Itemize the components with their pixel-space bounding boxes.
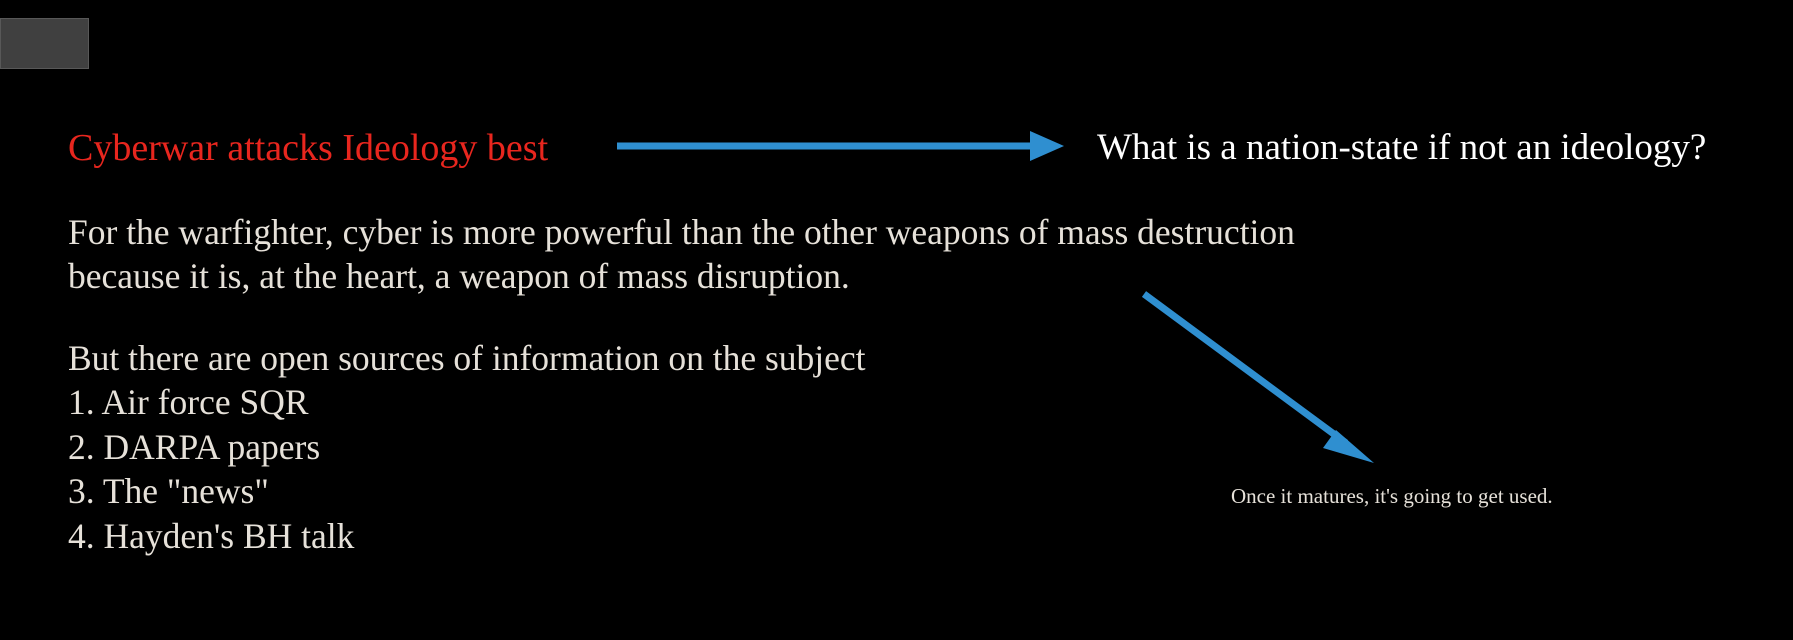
- paragraph-warfighter: For the warfighter, cyber is more powerf…: [68, 210, 1295, 298]
- paragraph-line: because it is, at the heart, a weapon of…: [68, 256, 850, 296]
- arrow-right-icon: [617, 131, 1064, 161]
- list-item: 1. Air force SQR: [68, 382, 309, 422]
- list-item: 4. Hayden's BH talk: [68, 515, 355, 556]
- list-item: 3. The "news": [68, 471, 269, 511]
- paragraph-line: For the warfighter, cyber is more powerf…: [68, 212, 1295, 252]
- list-item: 2. DARPA papers: [68, 426, 321, 467]
- question-text: What is a nation-state if not an ideolog…: [1097, 127, 1707, 168]
- paragraph-open-sources: But there are open sources of informatio…: [68, 338, 866, 378]
- arrow-down-right-icon: [1141, 291, 1374, 463]
- sources-list: 1. Air force SQR 2. DARPA papers 3. The …: [68, 380, 354, 558]
- maturity-note: Once it matures, it's going to get used.: [1231, 484, 1553, 508]
- slide-placeholder-box: [0, 18, 89, 69]
- headline: Cyberwar attacks Ideology best: [68, 127, 549, 169]
